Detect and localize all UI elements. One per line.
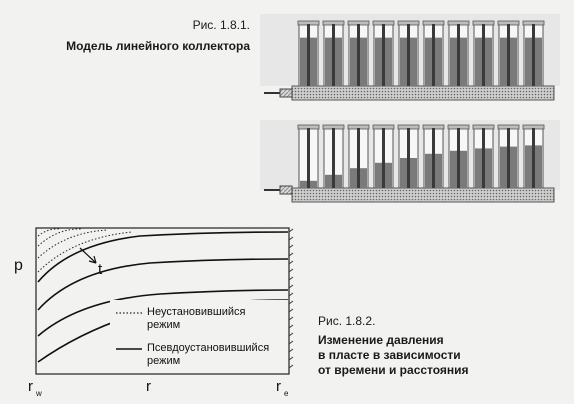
model-top-piezometer-5: [407, 24, 410, 86]
model-bottom-piezometer-3: [357, 128, 360, 188]
time-arrow: [79, 247, 97, 264]
model-top-piezometer-3: [357, 24, 360, 86]
model-top-piezometer-2: [332, 24, 335, 86]
linear-reservoir-model-top: [260, 14, 560, 101]
model-bottom-piezometer-5: [407, 128, 410, 188]
figure1-title: Модель линейного коллектора: [66, 39, 250, 53]
model-bottom-piezometer-6: [432, 128, 435, 188]
model-top-piezometer-8: [482, 24, 485, 86]
pressure-distance-plot: t p r r w r e Неустановившийся режим Псе…: [14, 227, 294, 398]
model-top-piezometer-6: [432, 24, 435, 86]
time-arrow-label: t: [98, 261, 103, 278]
legend-background: [110, 300, 288, 366]
wellbore-radius-label: r: [28, 378, 33, 395]
pseudo-steady-curve-1: [37, 231, 289, 283]
model-bottom-piezometer-2: [332, 128, 335, 188]
figure1-caption: Рис. 1.8.1. Модель линейного коллектора: [66, 18, 250, 53]
transient-curve-1: [37, 228, 61, 237]
legend-transient-line-2: режим: [147, 319, 180, 331]
linear-reservoir-model-bottom: [260, 120, 560, 203]
model-top-inlet: [264, 88, 293, 98]
model-top-columns: [297, 20, 545, 87]
model-top-piezometer-7: [457, 24, 460, 86]
model-bottom-piezometer-9: [507, 128, 510, 188]
legend: Неустановившийся режим Псевдоустановивши…: [110, 300, 288, 367]
figure2-title-line-3: от времени и расстояния: [318, 363, 469, 377]
figure2-title-line-1: Изменение давления: [318, 333, 444, 347]
transient-curve-4: [37, 231, 133, 273]
outer-radius-subscript: e: [284, 389, 289, 398]
y-axis-label: p: [14, 257, 23, 274]
figure2-number: Рис. 1.8.2.: [318, 314, 376, 328]
model-bottom-piezometer-4: [382, 128, 385, 188]
wellbore-radius-subscript: w: [35, 389, 42, 398]
outer-boundary-hatch: [288, 228, 294, 369]
figure2-title-line-2: в пласте в зависимости: [318, 348, 461, 362]
legend-transient-line-1: Неустановившийся: [147, 306, 245, 318]
model-bottom-columns: [297, 124, 545, 189]
model-bottom-inlet: [264, 185, 293, 195]
legend-pseudo-steady-line-2: режим: [147, 355, 180, 367]
model-top-piezometer-9: [507, 24, 510, 86]
model-bottom-base: [291, 187, 555, 203]
model-top-piezometer-4: [382, 24, 385, 86]
figure1-number: Рис. 1.8.1.: [192, 18, 250, 32]
model-top-base: [291, 85, 555, 101]
transient-curve-2: [37, 228, 83, 247]
model-bottom-piezometer-8: [482, 128, 485, 188]
model-top-piezometer-10: [532, 24, 535, 86]
figure2-caption: Рис. 1.8.2. Изменение давления в пласте …: [318, 314, 518, 378]
model-top-piezometer-1: [307, 24, 310, 86]
x-axis-label: r: [146, 378, 151, 395]
pseudo-steady-curve-2: [37, 258, 289, 311]
model-bottom-piezometer-7: [457, 128, 460, 188]
legend-pseudo-steady-line-1: Псевдоустановившийся: [147, 342, 269, 354]
model-bottom-piezometer-10: [532, 128, 535, 188]
outer-radius-label: r: [276, 378, 281, 395]
model-bottom-piezometer-1: [307, 128, 310, 188]
pseudo-steady-curve-3: [37, 289, 289, 337]
